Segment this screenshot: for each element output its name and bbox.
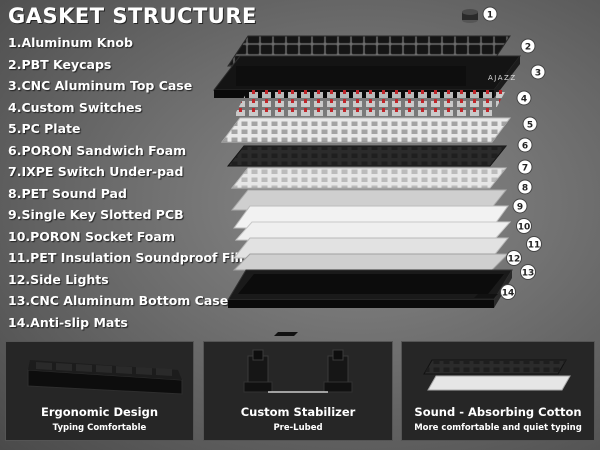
svg-text:10: 10 [518, 223, 531, 233]
badge-14: 14 [500, 284, 516, 300]
badge-6: 6 [517, 137, 533, 153]
feature-panel-ergonomic: Ergonomic Design Typing Comfortable [5, 341, 194, 441]
part-item: 14.Anti-slip Mats [8, 314, 128, 330]
svg-text:12: 12 [508, 255, 521, 265]
part-item: 13.CNC Aluminum Bottom Case [8, 293, 229, 308]
bottom-case-layer [227, 269, 513, 308]
part-item: 8.PET Sound Pad [8, 185, 127, 201]
switches-layer [234, 90, 506, 116]
badge-7: 7 [517, 159, 533, 175]
part-item: 3.CNC Aluminum Top Case [8, 78, 193, 93]
badge-13: 13 [520, 264, 536, 280]
part-item: 12.Side Lights [8, 271, 109, 287]
feature-subtitle: Typing Comfortable [52, 423, 147, 433]
stabilizer-image [243, 349, 353, 393]
part-item: 1.Aluminum Knob [8, 35, 133, 50]
part-item: 7.IXPE Switch Under-pad [8, 164, 184, 179]
page-title: GASKET STRUCTURE [8, 4, 257, 28]
badge-3: 3 [530, 64, 546, 80]
badge-4: 4 [516, 90, 532, 106]
svg-text:9: 9 [517, 203, 523, 213]
socket-foam-layer [234, 221, 512, 241]
exploded-keyboard-diagram: AJAZZ 1 2 3 4 5 6 7 8 9 10 11 12 13 14 [212, 6, 546, 336]
svg-text:6: 6 [522, 142, 528, 152]
feature-subtitle: More comfortable and quiet typing [414, 423, 582, 433]
svg-text:13: 13 [522, 269, 535, 279]
svg-text:14: 14 [502, 289, 515, 299]
feature-subtitle: Pre-Lubed [273, 423, 323, 433]
feature-title: Custom Stabilizer [240, 405, 356, 419]
aluminum-knob [462, 9, 478, 23]
anti-slip-mat [274, 332, 298, 336]
badge-11: 11 [526, 236, 542, 252]
badge-10: 10 [516, 218, 532, 234]
top-case-layer: AJAZZ [212, 55, 522, 98]
side-lights-layer [232, 253, 510, 271]
svg-text:3: 3 [535, 69, 541, 79]
part-item: 4.Custom Switches [8, 99, 142, 115]
svg-text:4: 4 [521, 95, 527, 105]
badge-9: 9 [512, 198, 528, 214]
badge-12: 12 [506, 250, 522, 266]
badge-8: 8 [517, 179, 533, 195]
badge-1: 1 [482, 6, 498, 22]
sound-cotton-image [423, 359, 571, 391]
badge-2: 2 [520, 38, 536, 54]
svg-text:8: 8 [522, 184, 528, 194]
parts-list: 1.Aluminum Knob 2.PBT Keycaps 3.CNC Alum… [8, 32, 252, 333]
part-item: 10.PORON Socket Foam [8, 228, 175, 244]
part-item: 6.PORON Sandwich Foam [8, 142, 187, 158]
brand-logo: AJAZZ [488, 74, 517, 82]
anti-slip-mat [474, 294, 498, 298]
feature-panel-sound-cotton: Sound - Absorbing Cotton More comfortabl… [401, 341, 595, 441]
feature-title: Ergonomic Design [40, 405, 159, 419]
svg-text:2: 2 [525, 43, 531, 53]
part-item: 11.PET Insulation Soundproof Film [8, 250, 252, 265]
feature-panel-stabilizer: Custom Stabilizer Pre-Lubed [203, 341, 393, 441]
part-item: 2.PBT Keycaps [8, 56, 112, 72]
feature-title: Sound - Absorbing Cotton [414, 405, 582, 419]
svg-text:7: 7 [522, 164, 528, 174]
svg-text:1: 1 [487, 11, 493, 21]
part-item: 9.Single Key Slotted PCB [8, 207, 184, 222]
svg-text:5: 5 [527, 121, 533, 131]
part-item: 5.PC Plate [8, 121, 81, 136]
svg-text:11: 11 [528, 241, 541, 251]
ergonomic-keyboard-image [27, 360, 183, 395]
badge-5: 5 [522, 116, 538, 132]
